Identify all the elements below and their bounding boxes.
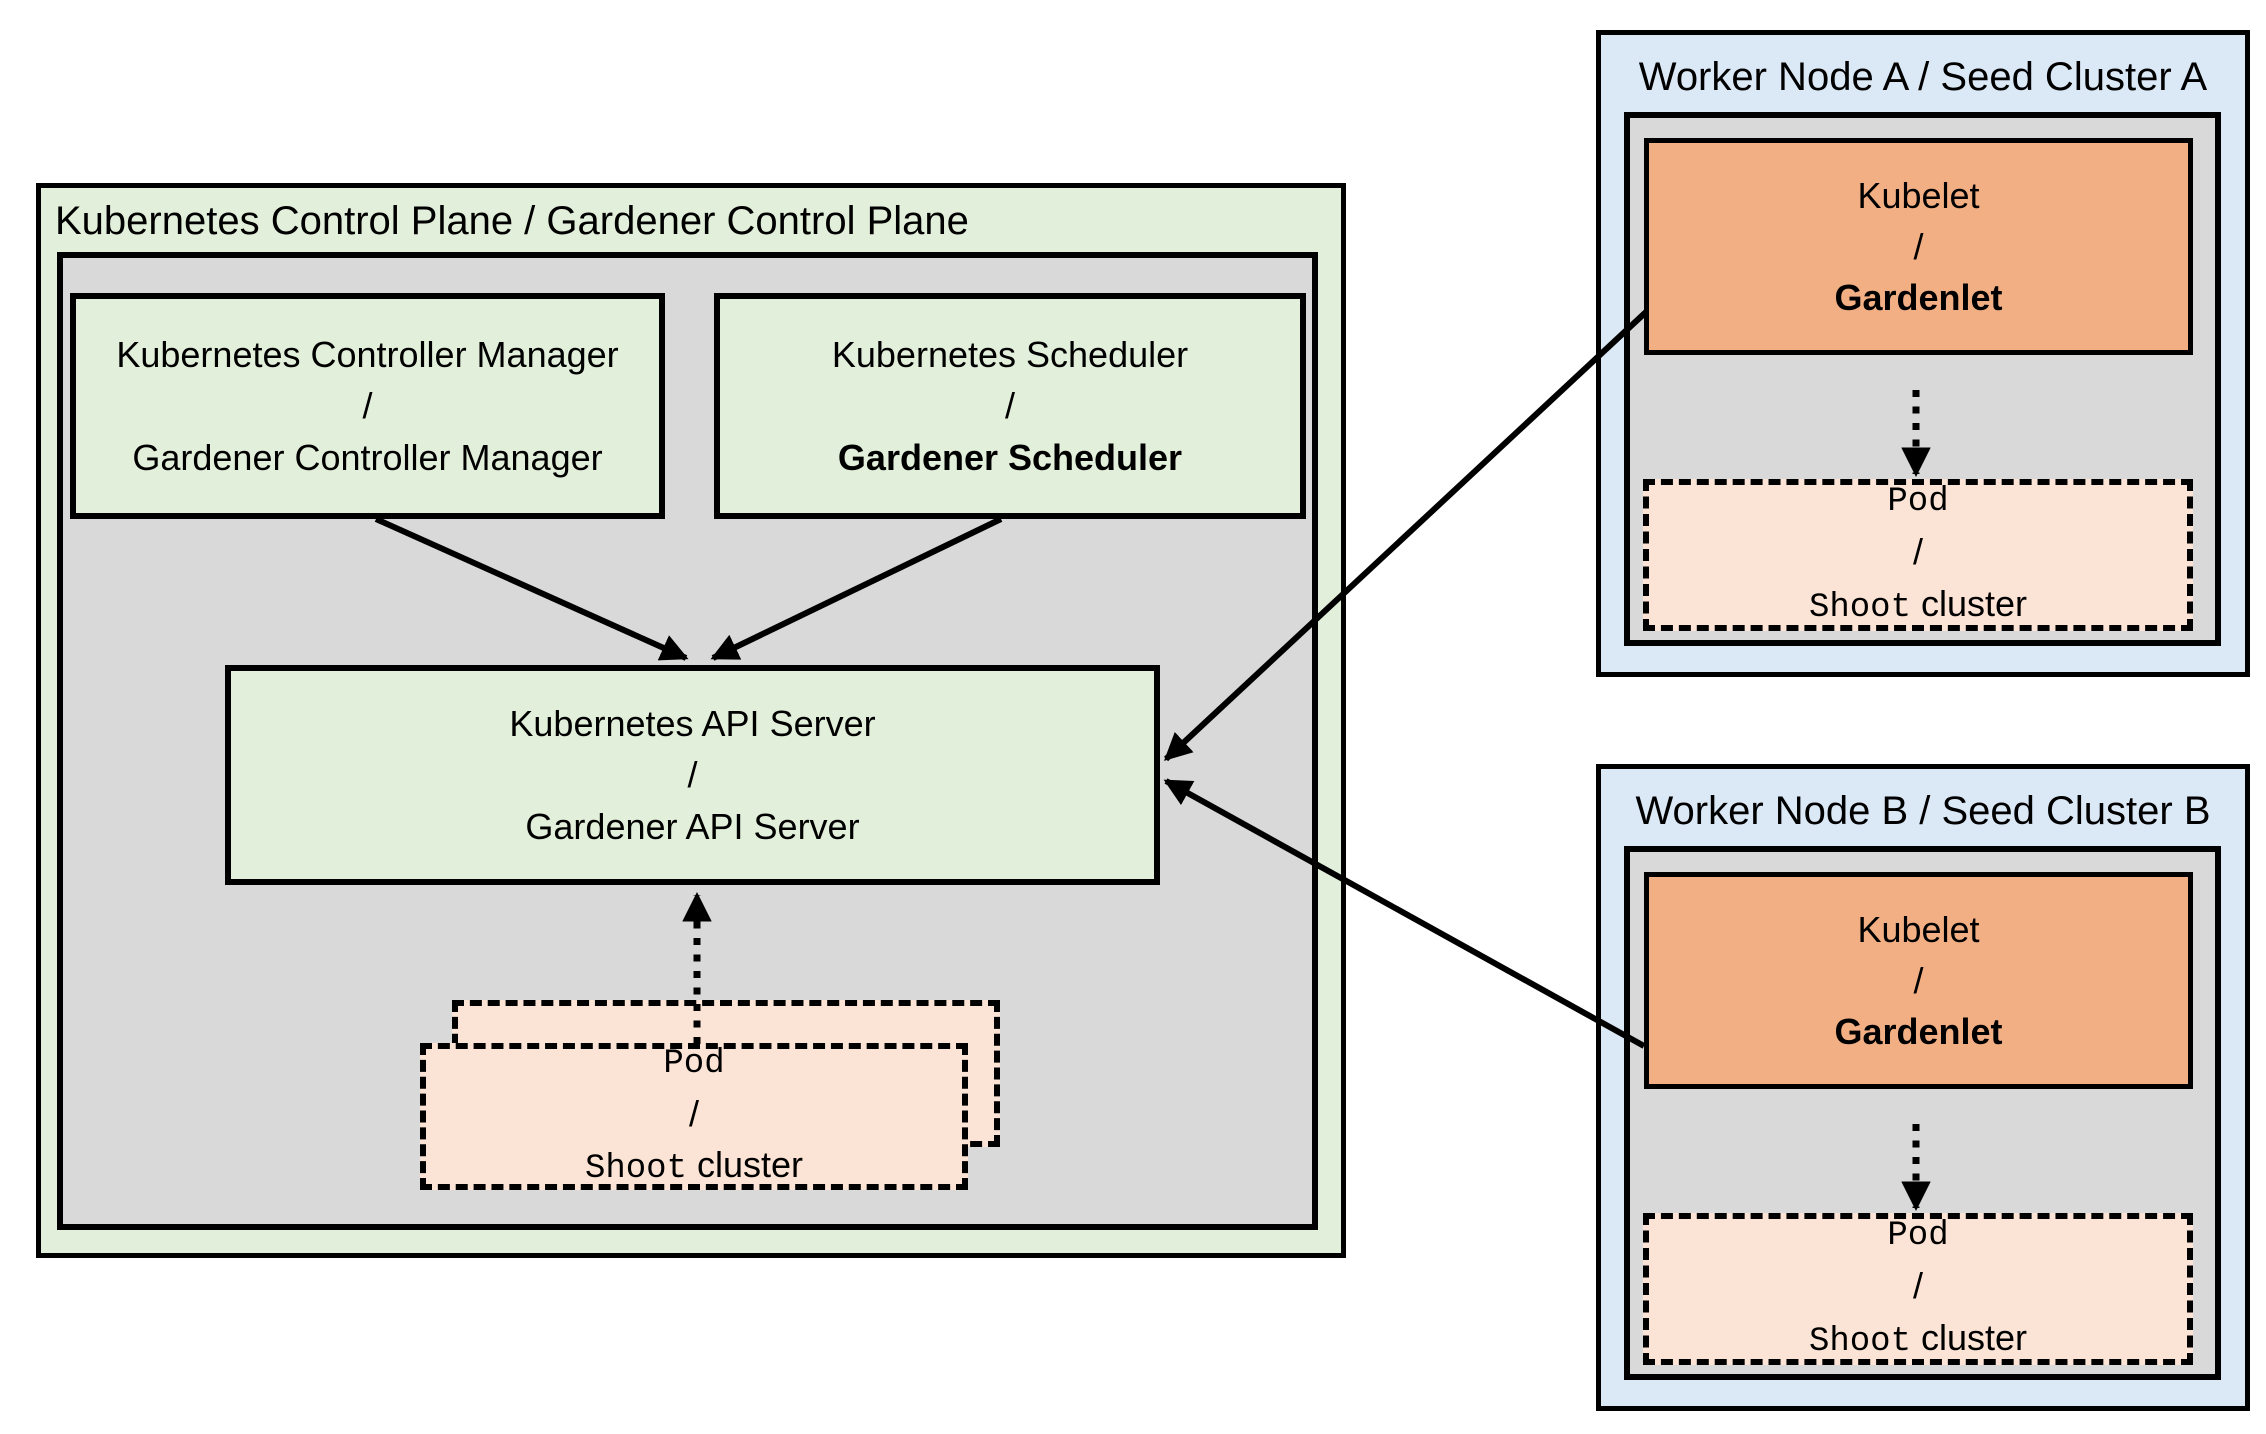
- pod-line3-shoot: Shoot: [584, 1150, 687, 1189]
- kubelet-b-line1: Kubelet: [1857, 908, 1980, 950]
- kubelet-b-separator: /: [1913, 959, 1924, 1001]
- pod-line1: Pod: [663, 1044, 725, 1083]
- pod-separator: /: [688, 1092, 699, 1134]
- scheduler-line1: Kubernetes Scheduler: [831, 334, 1189, 376]
- pod-a-separator: /: [1912, 531, 1923, 573]
- pod-b-line1: Pod: [1887, 1217, 1949, 1256]
- pod-b-box: Pod / Shoot cluster: [1643, 1213, 2193, 1365]
- api-server-separator: /: [687, 754, 698, 796]
- worker-node-b-title: Worker Node B / Seed Cluster B: [1635, 789, 2211, 833]
- controller-manager-separator: /: [362, 385, 373, 427]
- controller-manager-box: Kubernetes Controller Manager / Gardener…: [70, 293, 665, 519]
- kubelet-a-line1: Kubelet: [1857, 174, 1980, 216]
- kubelet-b-box: Kubelet / Gardenlet: [1644, 872, 2193, 1089]
- pod-a-line3-shoot: Shoot: [1808, 588, 1911, 627]
- pod-a-box: Pod / Shoot cluster: [1643, 479, 2193, 631]
- kubelet-b-line2: Gardenlet: [1834, 1011, 2003, 1053]
- api-server-line2: Gardener API Server: [525, 805, 860, 847]
- scheduler-box: Kubernetes Scheduler / Gardener Schedule…: [714, 293, 1306, 519]
- pod-b-separator: /: [1912, 1265, 1923, 1307]
- pod-line3: Shoot cluster: [585, 1139, 803, 1193]
- pod-stack-front-box: Pod / Shoot cluster: [420, 1043, 968, 1190]
- kubelet-a-separator: /: [1913, 225, 1924, 267]
- controller-manager-line1: Kubernetes Controller Manager: [116, 334, 619, 376]
- pod-a-line1: Pod: [1887, 483, 1949, 522]
- pod-b-line3-cluster: cluster: [1921, 1316, 2028, 1358]
- kubelet-a-box: Kubelet / Gardenlet: [1644, 138, 2193, 355]
- kubelet-a-line2: Gardenlet: [1834, 277, 2003, 319]
- scheduler-separator: /: [1004, 385, 1015, 427]
- pod-b-line3: Shoot cluster: [1809, 1312, 2027, 1366]
- pod-a-line3-cluster: cluster: [1921, 582, 2028, 624]
- pod-line3-cluster: cluster: [697, 1144, 804, 1186]
- worker-node-a-title: Worker Node A / Seed Cluster A: [1638, 55, 2208, 99]
- controller-manager-line2: Gardener Controller Manager: [132, 436, 603, 478]
- pod-b-line3-shoot: Shoot: [1808, 1322, 1911, 1361]
- scheduler-line2: Gardener Scheduler: [837, 436, 1183, 478]
- api-server-line1: Kubernetes API Server: [509, 703, 876, 745]
- control-plane-title: Kubernetes Control Plane / Gardener Cont…: [55, 199, 969, 243]
- api-server-box: Kubernetes API Server / Gardener API Ser…: [225, 665, 1160, 885]
- pod-a-line3: Shoot cluster: [1809, 578, 2027, 632]
